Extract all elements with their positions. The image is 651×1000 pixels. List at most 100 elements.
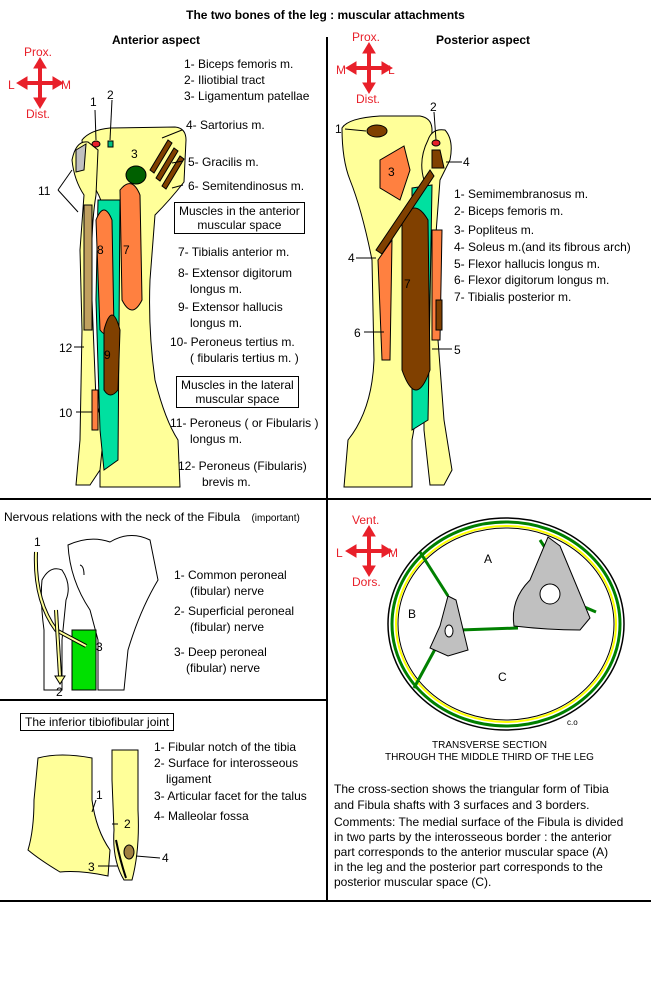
post-num-6: 6 [354,326,361,340]
post-legend-5: 5- Flexor hallucis longus m. [454,257,601,271]
compass-right: M [61,78,71,92]
joint-legend-4: 4- Malleolar fossa [154,809,249,823]
compass-left: L [8,78,15,92]
ant-num-3: 3 [131,147,138,161]
ant-num-9: 9 [104,348,111,362]
anterior-heading: Anterior aspect [112,33,201,47]
compass-left: L [336,546,343,560]
post-num-2: 2 [430,100,437,114]
ant-legend-3: 3- Ligamentum patellae [184,89,310,103]
post-legend-7: 7- Tibialis posterior m. [454,290,572,304]
joint-legend-3: 3- Articular facet for the talus [154,789,307,803]
joint-num-1: 1 [96,788,103,802]
compass-top: Prox. [352,30,381,44]
section-text2-4: in the leg and the posterior part corres… [334,860,603,874]
horizontal-divider-1 [0,498,651,500]
section-signature: c.o [567,718,578,727]
joint-legend-1: 1- Fibular notch of the tibia [154,740,297,754]
section-text2-2: in two parts by the interosseous border … [334,830,612,844]
nerve-legend-3b: (fibular) nerve [186,661,261,675]
ant-legend-8: 8- Extensor digitorum [178,266,293,280]
ant-legend-12b: brevis m. [202,475,251,489]
ant-legend-2: 2- Iliotibial tract [184,73,265,87]
compass-right: M [388,546,398,560]
horizontal-divider-2 [0,699,327,701]
section-caption-1: TRANSVERSE SECTION [431,740,548,751]
nerve-legend-3: 3- Deep peroneal [174,645,267,659]
ant-legend-7: 7- Tibialis anterior m. [178,245,290,259]
ant-legend-9b: longus m. [190,316,243,330]
section-text2-1: Comments: The medial surface of the Fibu… [334,815,624,829]
ant-legend-6: 6- Semitendinosus m. [188,179,305,193]
section-caption-2: THROUGH THE MIDDLE THIRD OF THE LEG [385,752,594,763]
ant-legend-10b: ( fibularis tertius m. ) [190,351,299,365]
compass-right: L [388,63,395,77]
nerve-legend-2: 2- Superficial peroneal [174,604,295,618]
compass-bottom: Dors. [352,575,381,589]
ant-legend-10: 10- Peroneus tertius m. [170,335,295,349]
post-num-7: 7 [404,277,411,291]
section-label-c: C [498,670,507,684]
page-title: The two bones of the leg : muscular atta… [186,8,465,22]
post-num-5: 5 [454,343,461,357]
post-num-3: 3 [388,165,395,179]
nervous-heading: Nervous relations with the neck of the F… [4,510,300,524]
ant-num-10: 10 [59,406,73,420]
ant-legend-12: 12- Peroneus (Fibularis) [178,459,307,473]
post-legend-2: 2- Biceps femoris m. [454,204,564,218]
horizontal-divider-bottom [0,900,651,902]
ant-num-11: 11 [38,184,51,198]
section-label-b: B [408,607,417,621]
post-legend-3: 3- Popliteus m. [454,223,535,237]
compass-bottom: Dist. [356,92,380,106]
ant-num-7: 7 [123,243,130,257]
post-legend-6: 6- Flexor digitorum longus m. [454,273,610,287]
ant-num-1: 1 [90,95,97,109]
section-label-a: A [484,552,493,566]
nerve-legend-2b: (fibular) nerve [190,620,265,634]
ant-num-8: 8 [97,243,104,257]
joint-num-3: 3 [88,860,95,874]
joint-legend-2b: ligament [166,772,212,786]
joint-num-4: 4 [162,851,169,865]
ant-legend-4: 4- Sartorius m. [186,118,265,132]
posterior-heading: Posterior aspect [436,33,531,47]
nerve-legend-1: 1- Common peroneal [174,568,287,582]
box-anterior-space: Muscles in the anterior muscular space [174,202,305,234]
post-num-1: 1 [335,122,342,136]
ant-legend-11: 11- Peroneus ( or Fibularis ) [170,416,319,430]
vertical-divider [326,37,328,901]
section-text1-1: The cross-section shows the triangular f… [334,782,609,796]
ant-legend-5: 5- Gracilis m. [188,155,259,169]
nerve-num-1: 1 [34,535,41,549]
post-num-4b: 4 [348,251,355,265]
section-text2-5: posterior muscular space (C). [334,875,492,889]
joint-heading: The inferior tibiofibular joint [20,713,175,731]
ant-num-2: 2 [107,88,114,102]
compass-left: M [336,63,346,77]
ant-num-12: 12 [59,341,73,355]
nerve-legend-1b: (fibular) nerve [190,584,265,598]
nerve-num-2: 2 [56,685,63,699]
compass-bottom: Dist. [26,107,50,121]
compass-top: Vent. [352,513,380,527]
post-legend-1: 1- Semimembranosus m. [454,187,589,201]
ant-legend-11b: longus m. [190,432,243,446]
box-lateral-space: Muscles in the lateral muscular space [176,376,299,408]
post-num-4a: 4 [463,155,470,169]
post-legend-4: 4- Soleus m.(and its fibrous arch) [454,240,631,254]
section-text2-3: part corresponds to the anterior muscula… [334,845,609,859]
joint-legend-2: 2- Surface for interosseous [154,756,299,770]
compass-top: Prox. [24,45,53,59]
ant-legend-1: 1- Biceps femoris m. [184,57,294,71]
nerve-num-3: 3 [96,640,103,654]
ant-legend-9: 9- Extensor hallucis [178,300,283,314]
